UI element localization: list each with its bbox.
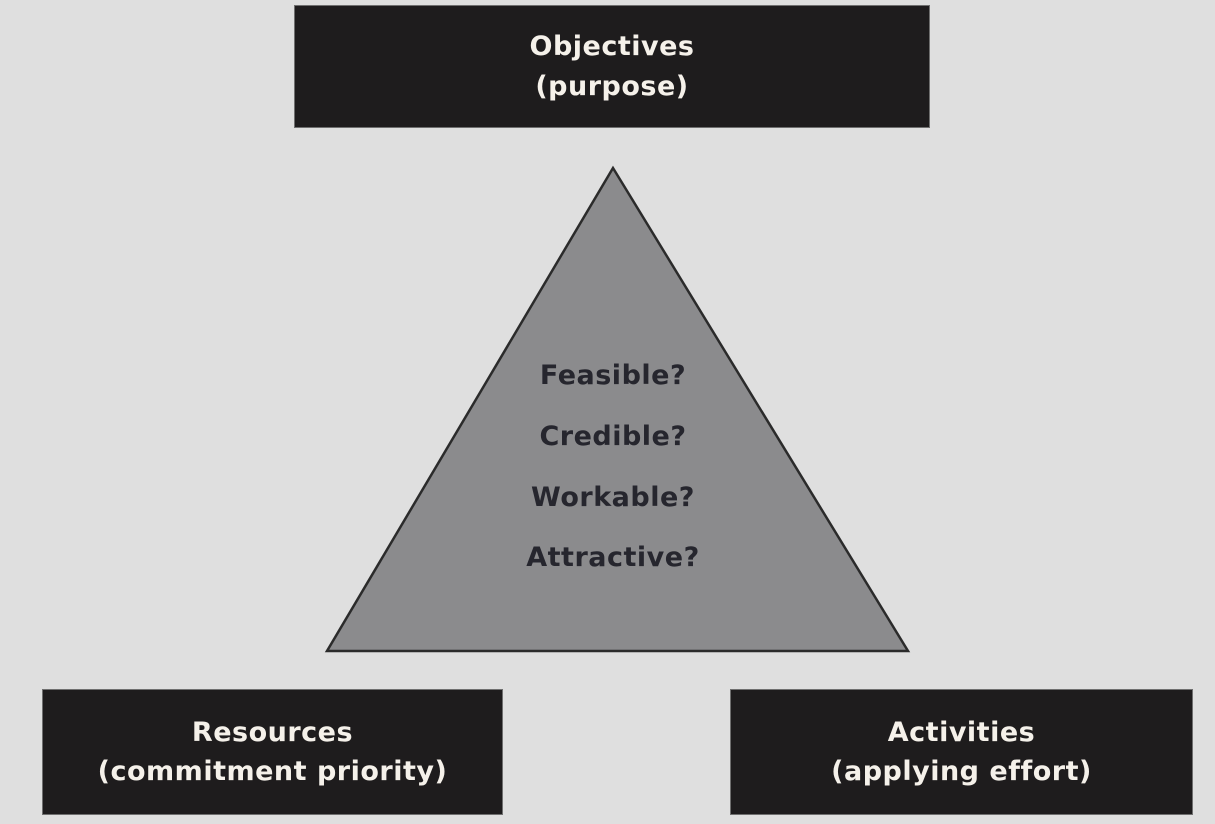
activities-box-title: Activities [887, 716, 1036, 748]
activities-box-subtitle: (applying effort) [831, 756, 1092, 787]
objectives-box-subtitle: (purpose) [535, 70, 689, 102]
activities-box: Activities (applying effort) [730, 689, 1193, 815]
resources-box-title: Resources [191, 716, 354, 748]
objectives-box: Objectives (purpose) [294, 5, 930, 128]
resources-box-subtitle: (commitment priority) [97, 756, 448, 787]
objectives-box-title: Objectives [529, 31, 695, 63]
triangle-polygon [324, 165, 911, 653]
triangle-label-credible: Credible? [539, 421, 687, 452]
resources-box: Resources (commitment priority) [42, 689, 503, 815]
triangle-label-feasible: Feasible? [539, 360, 687, 391]
triangle-label-attractive: Attractive? [526, 542, 700, 573]
triangle-label-workable: Workable? [531, 482, 695, 513]
